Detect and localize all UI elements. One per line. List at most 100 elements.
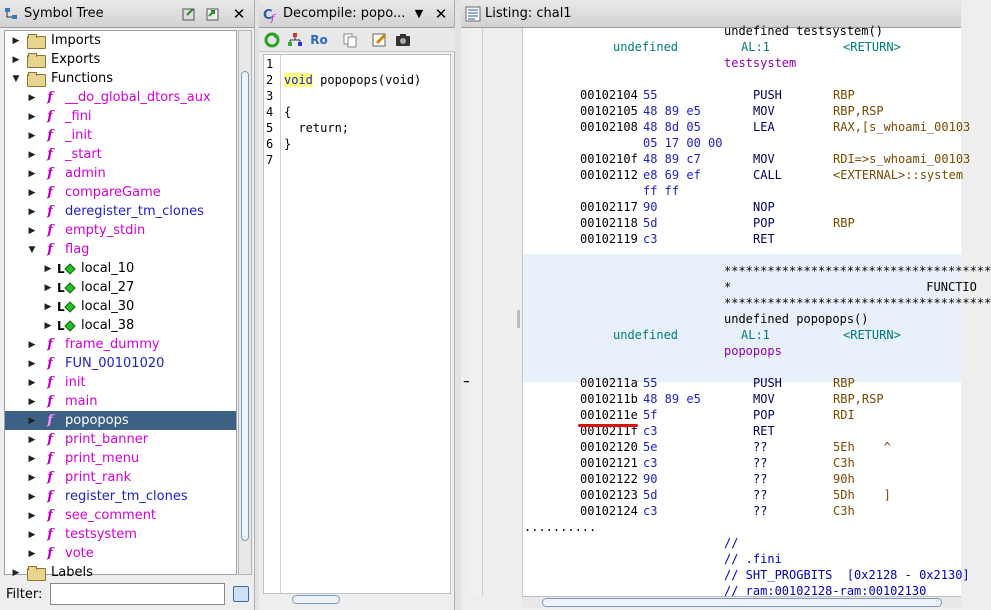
read-only-toggle[interactable]: Ro — [310, 32, 328, 47]
expand-icon[interactable]: ▶ — [28, 396, 36, 407]
scroll-thumb[interactable] — [241, 71, 249, 541]
navigate-icon[interactable] — [204, 5, 222, 23]
mnemonic[interactable]: ?? — [753, 456, 768, 470]
expand-icon[interactable]: ▶ — [28, 377, 36, 388]
address[interactable]: 00102124 — [580, 504, 638, 518]
expand-icon[interactable]: ▶ — [44, 301, 52, 312]
expand-icon[interactable]: ▶ — [12, 35, 20, 46]
mnemonic[interactable]: POP — [753, 408, 775, 422]
expand-icon[interactable]: ▶ — [28, 168, 36, 179]
address[interactable]: 00102104 — [580, 88, 638, 102]
address[interactable]: 00102112 — [580, 168, 638, 182]
bytes[interactable]: 5d — [643, 488, 658, 502]
panel-menu-icon[interactable]: ▼ — [414, 7, 424, 20]
code-line[interactable]: } — [284, 137, 291, 151]
expand-icon[interactable]: ▶ — [28, 187, 36, 198]
listing-text[interactable]: ************************************* — [724, 296, 991, 310]
snapshot-icon[interactable] — [393, 31, 413, 49]
close-icon[interactable]: ✕ — [434, 4, 448, 23]
address[interactable]: 00102117 — [580, 200, 638, 214]
mnemonic[interactable]: ?? — [753, 440, 768, 454]
tree-folder[interactable]: ▶Exports — [5, 50, 236, 69]
splitter-right[interactable] — [455, 0, 461, 610]
operand[interactable]: RBP — [833, 376, 855, 390]
mnemonic[interactable]: MOV — [753, 392, 775, 406]
listing-text[interactable]: // — [724, 536, 739, 550]
code-line[interactable]: void popopops(void) — [284, 73, 421, 87]
tree-function[interactable]: ▶f_fini — [5, 107, 236, 126]
listing-text[interactable]: // .fini — [724, 552, 782, 566]
address[interactable]: 00102123 — [580, 488, 638, 502]
symbol-tree-scrollbar[interactable] — [238, 30, 252, 575]
expand-icon[interactable]: ▶ — [28, 529, 36, 540]
address[interactable]: 00102108 — [580, 120, 638, 134]
bytes[interactable]: 48 89 c7 — [643, 152, 701, 166]
listing-text[interactable]: popopops — [724, 344, 782, 358]
operand[interactable]: C3h — [833, 504, 855, 518]
mnemonic[interactable]: MOV — [753, 152, 775, 166]
operand[interactable]: 5Dh ] — [833, 488, 891, 502]
bytes[interactable]: 5f — [643, 408, 658, 422]
tree-function[interactable]: ▶f_start — [5, 145, 236, 164]
listing-text[interactable]: undefined popopops() — [724, 312, 869, 326]
expand-icon[interactable]: ▶ — [28, 358, 36, 369]
bytes[interactable]: 5d — [643, 216, 658, 230]
expand-icon[interactable]: ▶ — [28, 149, 36, 160]
decompile-hscrollbar[interactable] — [280, 594, 450, 606]
operand[interactable]: RBP,RSP — [833, 104, 884, 118]
address[interactable]: 00102105 — [580, 104, 638, 118]
mnemonic[interactable]: RET — [753, 424, 775, 438]
operand[interactable]: <EXTERNAL>::system — [833, 168, 964, 182]
expand-icon[interactable]: ▶ — [28, 130, 36, 141]
operand[interactable]: RBP — [833, 88, 855, 102]
bytes[interactable]: 48 89 e5 — [643, 392, 701, 406]
listing-hscrollbar[interactable] — [522, 596, 961, 608]
new-window-icon[interactable] — [180, 5, 198, 23]
expand-icon[interactable]: ▶ — [28, 510, 36, 521]
address[interactable]: 00102122 — [580, 472, 638, 486]
mnemonic[interactable]: POP — [753, 216, 775, 230]
expand-icon[interactable]: ▶ — [28, 225, 36, 236]
operand[interactable]: RDI=>s_whoami_00103 — [833, 152, 971, 166]
mnemonic[interactable]: PUSH — [753, 376, 782, 390]
mnemonic[interactable]: ?? — [753, 504, 768, 518]
expand-icon[interactable]: ▶ — [44, 320, 52, 331]
return-label[interactable]: <RETURN> — [843, 40, 901, 54]
expand-icon[interactable]: ▶ — [28, 453, 36, 464]
operand[interactable]: RBP,RSP — [833, 392, 884, 406]
address[interactable]: 0010211a — [580, 376, 638, 390]
listing-text[interactable]: // SHT_PROGBITS [0x2128 - 0x2130] — [724, 568, 970, 582]
listing-text[interactable]: ************************************* — [724, 264, 991, 278]
filter-options-icon[interactable] — [233, 586, 250, 602]
expand-icon[interactable]: ▶ — [12, 54, 20, 65]
tree-folder[interactable]: ▶Imports — [5, 31, 236, 50]
bytes[interactable]: 90 — [643, 200, 658, 214]
expand-icon[interactable]: ▶ — [28, 339, 36, 350]
bytes[interactable]: c3 — [643, 424, 658, 438]
address[interactable]: 00102120 — [580, 440, 638, 454]
operand[interactable]: RAX,[s_whoami_00103 — [833, 120, 971, 134]
bytes[interactable]: c3 — [643, 456, 658, 470]
operand[interactable]: RBP — [833, 216, 855, 230]
bytes[interactable]: 55 — [643, 88, 658, 102]
register[interactable]: AL:1 — [741, 40, 770, 54]
expand-icon[interactable]: ▶ — [28, 92, 36, 103]
bytes[interactable]: e8 69 ef — [643, 168, 701, 182]
listing-text[interactable]: * FUNCTIO — [724, 280, 977, 294]
address[interactable]: 0010211f — [580, 424, 638, 438]
mnemonic[interactable]: PUSH — [753, 88, 782, 102]
graph-icon[interactable] — [285, 31, 305, 49]
expand-icon[interactable]: ▶ — [28, 548, 36, 559]
address[interactable]: 00102121 — [580, 456, 638, 470]
